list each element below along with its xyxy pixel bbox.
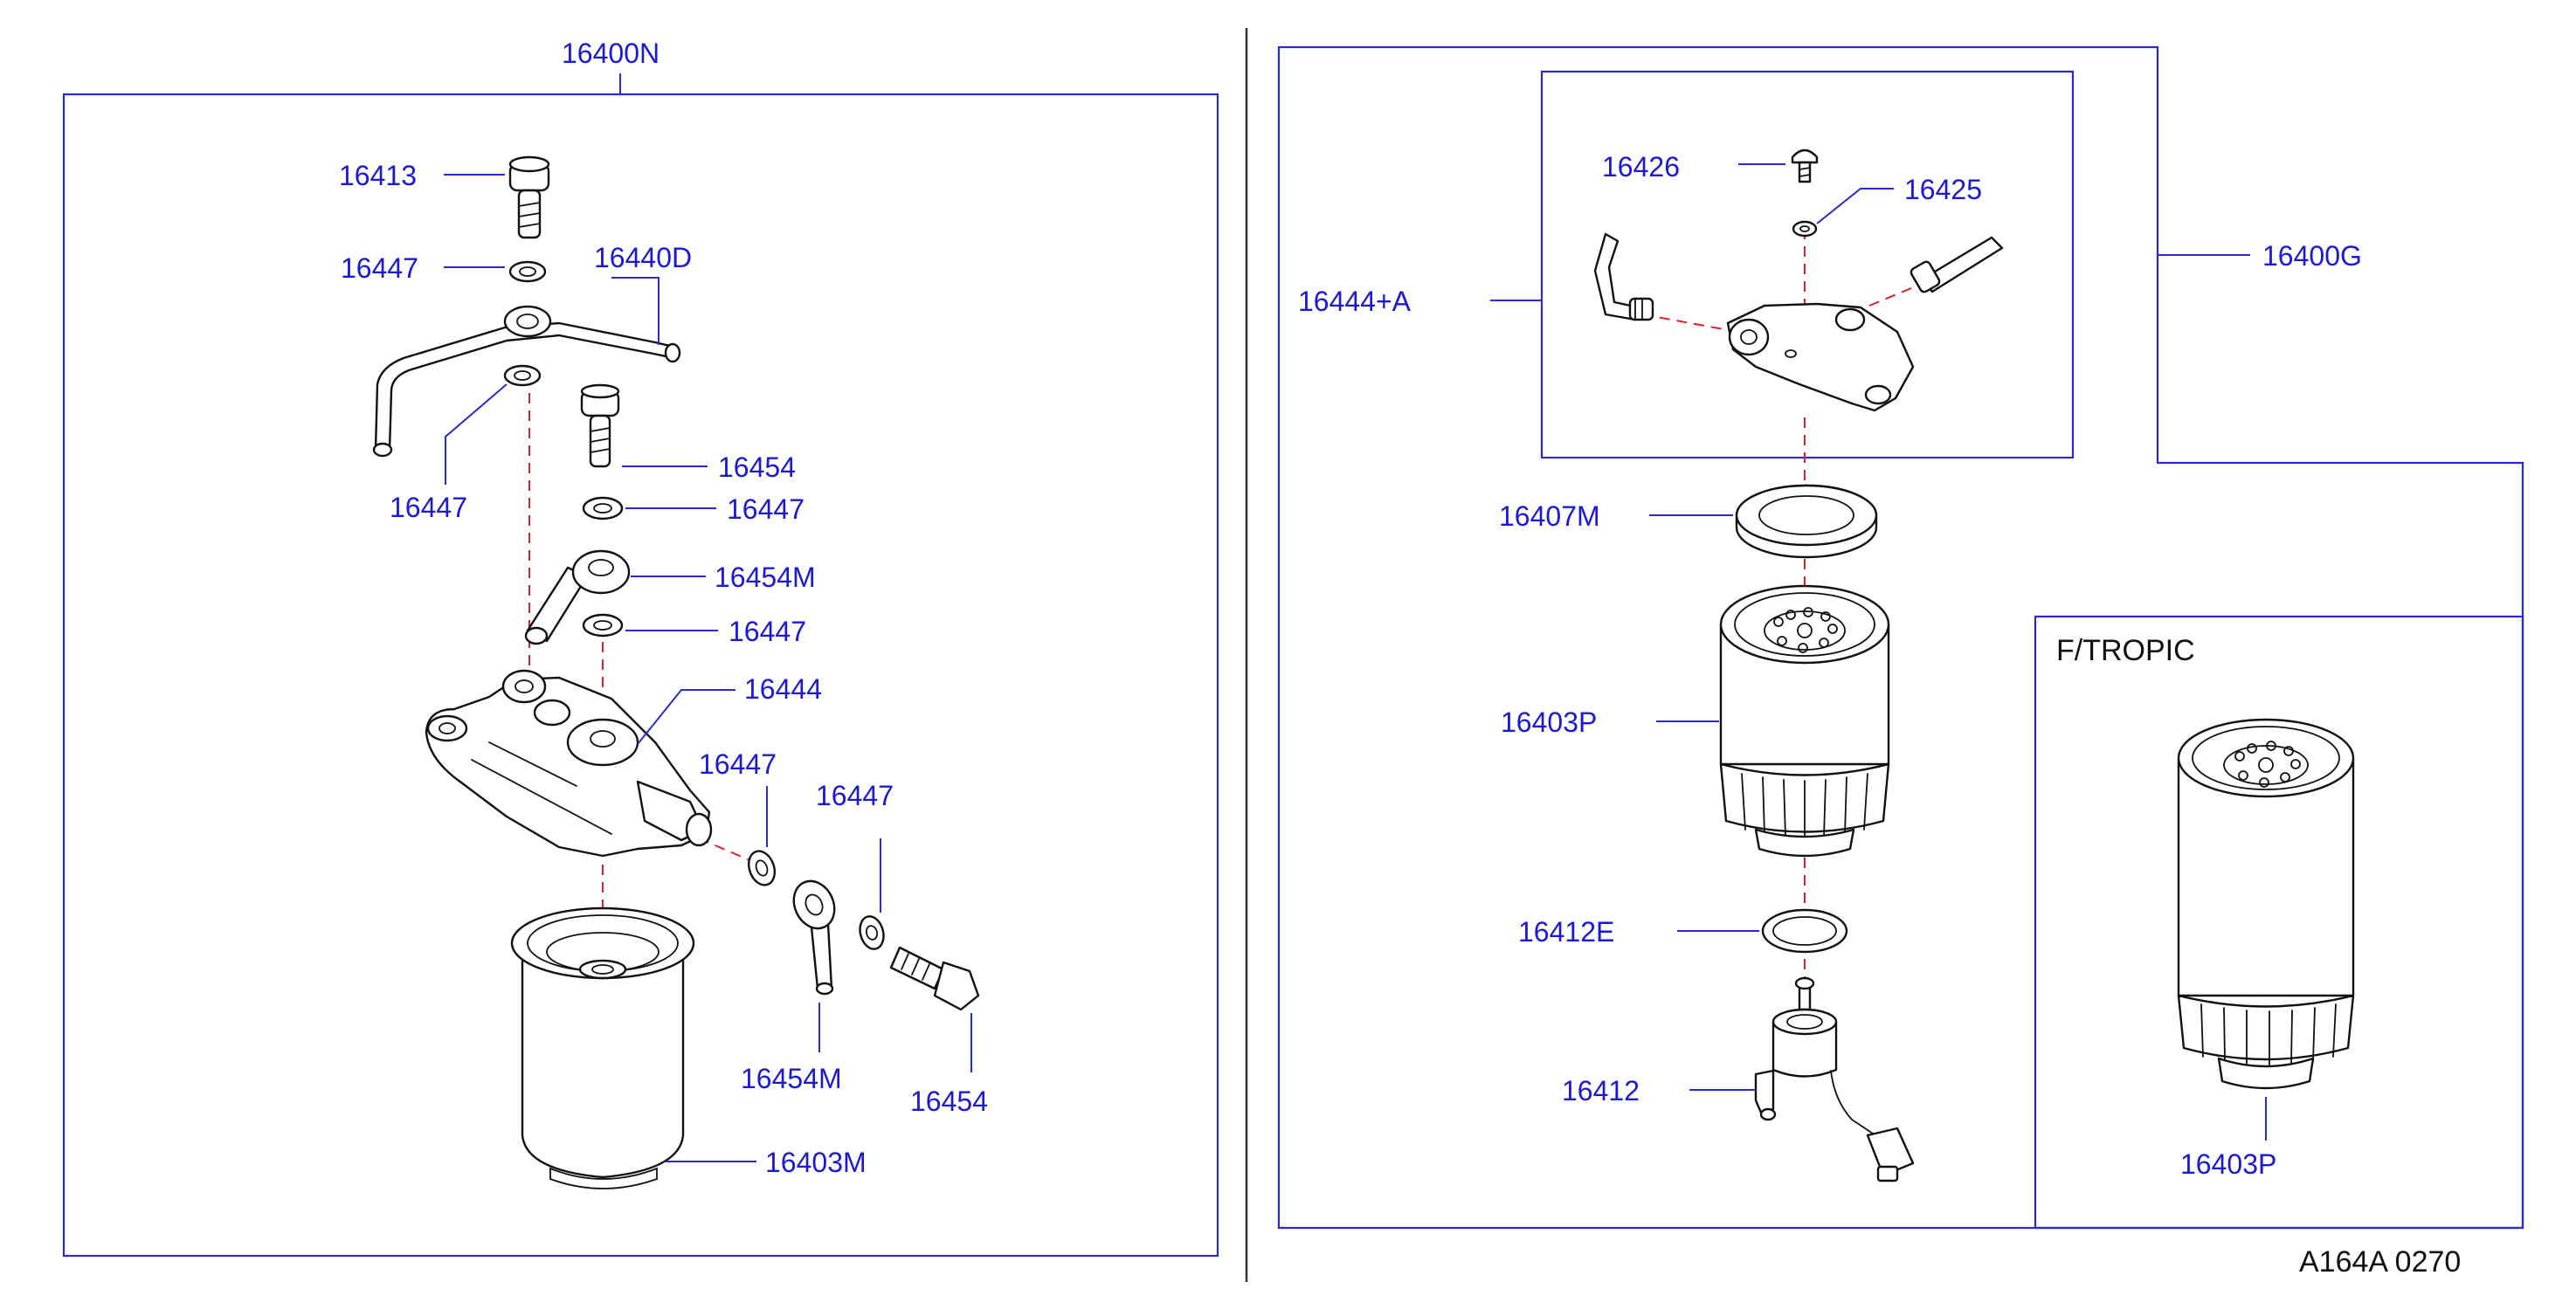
banjo-connector-low[interactable] (786, 874, 842, 996)
banjo-bolt-top[interactable] (508, 155, 550, 239)
callout-16412E[interactable]: 16412E (1518, 916, 1614, 948)
left-group-label[interactable]: 16400N (562, 38, 660, 69)
callout-16447-right-1[interactable]: 16447 (699, 748, 777, 780)
callout-16444[interactable]: 16444 (744, 673, 822, 705)
callout-16447-top[interactable]: 16447 (341, 252, 418, 284)
callout-16403M[interactable]: 16403M (765, 1147, 867, 1178)
filter-head-assembly[interactable] (1593, 232, 2004, 412)
variant-title: F/TROPIC (2056, 634, 2195, 667)
fuel-pipe[interactable] (372, 305, 681, 458)
callout-16447-right-2[interactable]: 16447 (816, 780, 894, 811)
callout-16444A[interactable]: 16444+A (1298, 286, 1412, 317)
callout-16447-lower-left[interactable]: 16447 (390, 492, 467, 523)
left-group-frame (62, 93, 1219, 1258)
callout-16426[interactable]: 16426 (1602, 151, 1680, 183)
drawing-code: A164A 0270 (2299, 1245, 2461, 1279)
seal-ring[interactable] (1735, 484, 1878, 559)
callout-16425[interactable]: 16425 (1904, 174, 1982, 205)
right-group-label[interactable]: 16400G (2262, 240, 2362, 272)
filter-cartridge-right[interactable] (1719, 584, 1890, 858)
callout-16454-mid[interactable]: 16454 (718, 452, 796, 483)
callout-16454M-low[interactable]: 16454M (741, 1063, 842, 1094)
o-ring[interactable] (1761, 908, 1848, 954)
washer-lower-left[interactable] (503, 364, 542, 387)
callout-16412[interactable]: 16412 (1562, 1075, 1640, 1106)
callout-16454M-mid[interactable]: 16454M (715, 562, 816, 593)
banjo-connector-mid[interactable] (524, 549, 631, 645)
callout-16440D[interactable]: 16440D (594, 242, 692, 273)
filter-head[interactable] (425, 669, 713, 858)
callout-16403P[interactable]: 16403P (1501, 707, 1597, 738)
banjo-bolt-mid[interactable] (580, 383, 620, 468)
left-panel: 16400N 16413 16447 164 (62, 38, 1219, 1258)
callout-16454-low[interactable]: 16454 (910, 1086, 988, 1117)
callout-16403P-tropic[interactable]: 16403P (2180, 1148, 2276, 1180)
banjo-bolt-low[interactable] (889, 946, 980, 1011)
head-assembly-frame (1540, 70, 2075, 459)
washer-mid-2[interactable] (582, 613, 624, 638)
callout-16447-mid-1[interactable]: 16447 (727, 493, 805, 525)
right-group-frame (1277, 45, 2524, 1230)
right-panel: 16400G 16426 16425 (1277, 45, 2524, 1230)
washer-right-1[interactable] (744, 847, 779, 888)
screw[interactable] (1791, 148, 1819, 183)
filter-cartridge-tropic[interactable] (2177, 718, 2355, 1090)
callout-16413[interactable]: 16413 (339, 160, 417, 191)
washer-right-2[interactable] (857, 913, 887, 951)
water-sensor[interactable] (1754, 976, 1915, 1182)
filter-cartridge-left[interactable] (510, 907, 695, 1189)
variant-frame (2034, 615, 2524, 1230)
washer-top[interactable] (508, 260, 547, 283)
callout-16407M[interactable]: 16407M (1499, 500, 1600, 532)
washer-mid-1[interactable] (582, 496, 624, 520)
washer-right-panel[interactable] (1792, 220, 1818, 238)
callout-16447-mid-2[interactable]: 16447 (729, 616, 806, 647)
